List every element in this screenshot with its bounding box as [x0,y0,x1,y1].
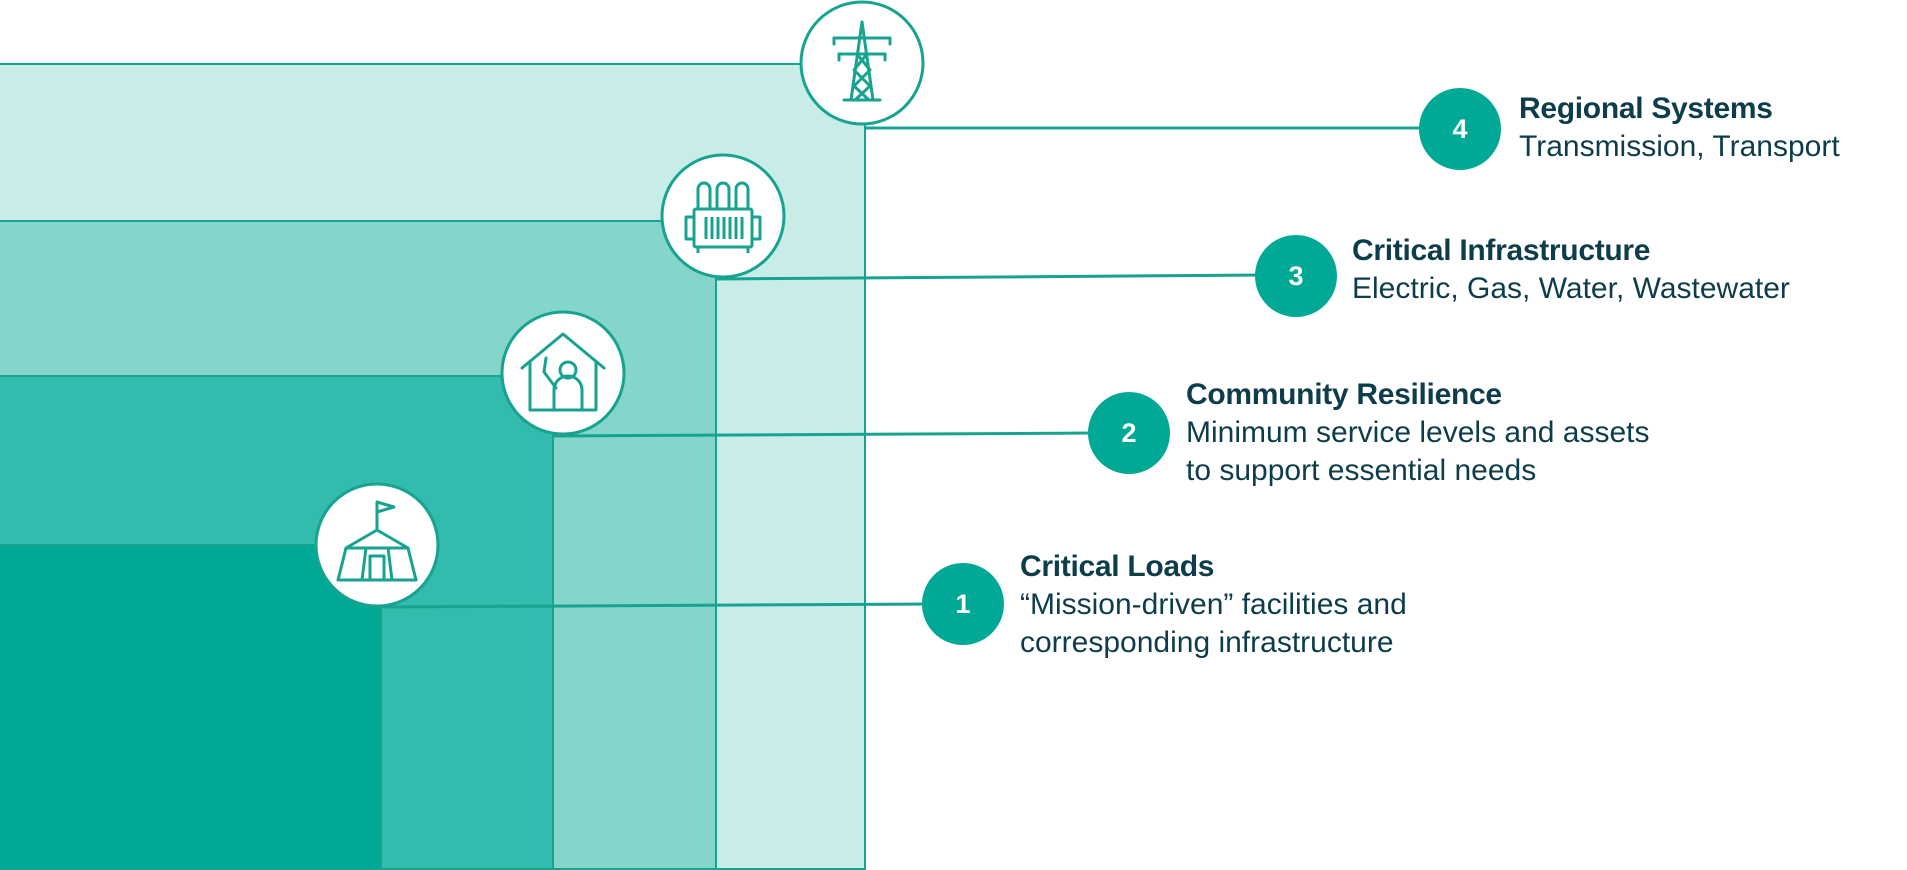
tier-1-title: Critical Loads [1020,550,1215,583]
tier-4-label: Regional Systems Transmission, Transport [1519,90,1840,166]
tier-2-title: Community Resilience [1186,378,1502,411]
tier-1-description-line-1: “Mission-driven” facilities and [1020,588,1407,621]
tier-3-label: Critical Infrastructure Electric, Gas, W… [1352,232,1790,308]
tier-1-badge: 1 [922,563,1004,645]
transmission-tower-icon [799,0,925,126]
tier-1-description-line-2: corresponding infrastructure [1020,626,1394,659]
connector-line-3 [716,273,1267,281]
tier-4-title: Regional Systems [1519,92,1773,125]
tier-2-label: Community Resilience Minimum service lev… [1186,376,1650,490]
house-with-person-icon [500,310,626,436]
transformer-icon [660,153,786,279]
tent-with-flag-icon [314,482,440,608]
tier-1-label: Critical Loads “Mission-driven” faciliti… [1020,548,1407,662]
tier-3-title: Critical Infrastructure [1352,234,1651,267]
tier-2-badge: 2 [1088,392,1170,474]
tier-1-block [0,544,382,870]
tier-4-badge: 4 [1419,88,1501,170]
connector-line-2 [553,431,1099,438]
tier-2-description-line-1: Minimum service levels and assets [1186,416,1650,449]
connector-line-1 [381,602,934,609]
tier-3-badge: 3 [1255,235,1337,317]
tier-2-description-line-2: to support essential needs [1186,454,1537,487]
tier-4-description-line-1: Transmission, Transport [1519,130,1840,163]
tier-3-description-line-1: Electric, Gas, Water, Wastewater [1352,272,1790,305]
